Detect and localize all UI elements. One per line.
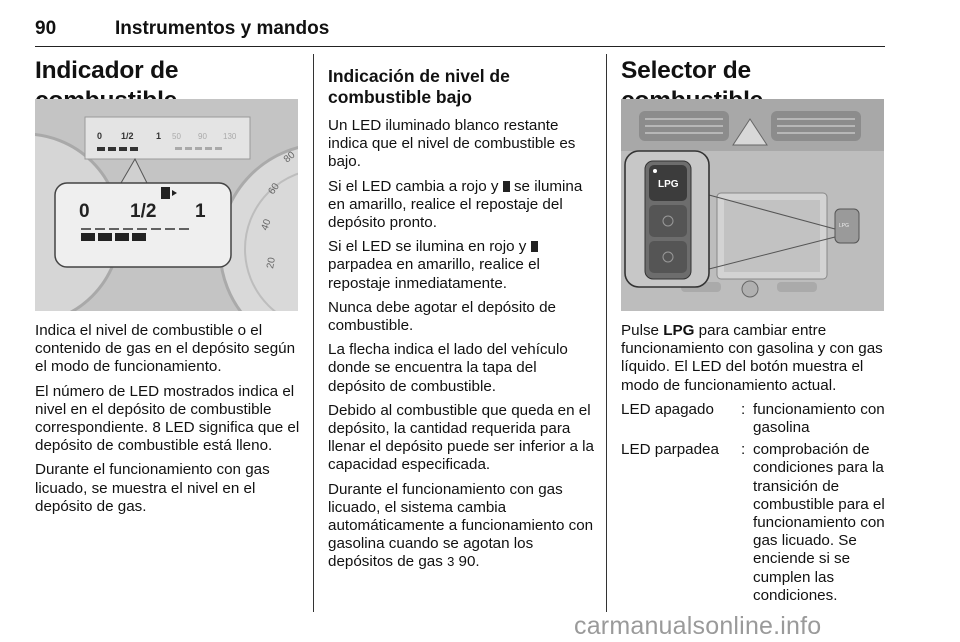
small-gauge-label: 90 [198,132,207,141]
fuel-selector-figure: LPG LPG [621,99,884,311]
watermark: carmanualsonline.info [574,612,822,640]
small-lpg-label: LPG [839,223,849,229]
page-header: 90 Instrumentos y mandos [35,6,885,47]
paragraph: Debido al combustible que queda en el de… [328,401,594,474]
zoom-gauge-label: 1/2 [130,201,156,222]
rpm-label: 20 [265,256,278,269]
fuel-gauge-zoom [54,182,232,268]
small-gauge-label: 1 [156,131,161,141]
fuel-pump-icon [502,180,510,192]
paragraph: Nunca debe agotar el depósito de combust… [328,298,556,335]
fuel-selector-text: Pulse LPG para cambiar entre funcionamie… [621,322,887,609]
paragraph: Indica el nivel de combustible o el cont… [35,322,296,376]
small-gauge-label: 50 [172,132,181,141]
zoom-led-row [81,233,146,241]
fuel-pump-icon [161,187,177,199]
small-led-row [97,147,138,151]
small-gauge-label: 130 [223,132,237,141]
paragraph: La flecha indica el lado del vehículo do… [328,341,568,395]
paragraph: Un LED iluminado blanco restante indica … [328,117,576,171]
zoom-gauge-label: 0 [79,201,90,222]
fuel-gauge-text: Indica el nivel de combustible o el cont… [35,322,300,522]
lock-icon [662,251,674,263]
paragraph: Durante el funcionamiento con gas licuad… [35,461,270,515]
led-indicator-icon [653,169,657,173]
column-low-fuel: Indicación de nivel de combustible bajo … [328,66,596,578]
lpg-button[interactable] [649,165,687,201]
paragraph: Durante el funcionamiento con gas licuad… [328,480,594,571]
small-gauge-label: 0 [97,131,102,141]
fuel-pump-icon [530,241,538,253]
column-divider [606,54,607,612]
lpg-keyword: LPG [663,322,695,339]
fuel-gauge-figure: 20 40 60 80 0 1/2 1 50 90 130 0 1/2 1 [35,99,298,311]
led-status-table: LED apagado : funcionamiento con gasolin… [621,401,887,609]
column-divider [313,54,314,612]
table-row: LED parpadea : comprobación de condicion… [621,441,885,604]
rpm-label: 40 [259,217,273,232]
zoom-gauge-label: 1 [195,201,206,222]
small-gauge-label: 1/2 [121,131,134,141]
paragraph: El número de LED mostrados indica el niv… [35,382,300,455]
low-fuel-heading: Indicación de nivel de combustible bajo [328,66,510,107]
lpg-button-label: LPG [658,179,679,190]
paragraph: Pulse LPG para cambiar entre funcionamie… [621,322,883,394]
section-title: Instrumentos y mandos [115,18,330,39]
paragraph: Si el LED se ilumina en rojo y parpadea … [328,238,540,292]
page-reference-arrow-icon[interactable]: 3 [447,554,455,570]
paragraph: Si el LED cambia a rojo y se ilumina en … [328,177,583,232]
table-row: LED apagado : funcionamiento con gasolin… [621,400,885,437]
page-number: 90 [35,18,57,39]
lock-icon [662,215,674,227]
